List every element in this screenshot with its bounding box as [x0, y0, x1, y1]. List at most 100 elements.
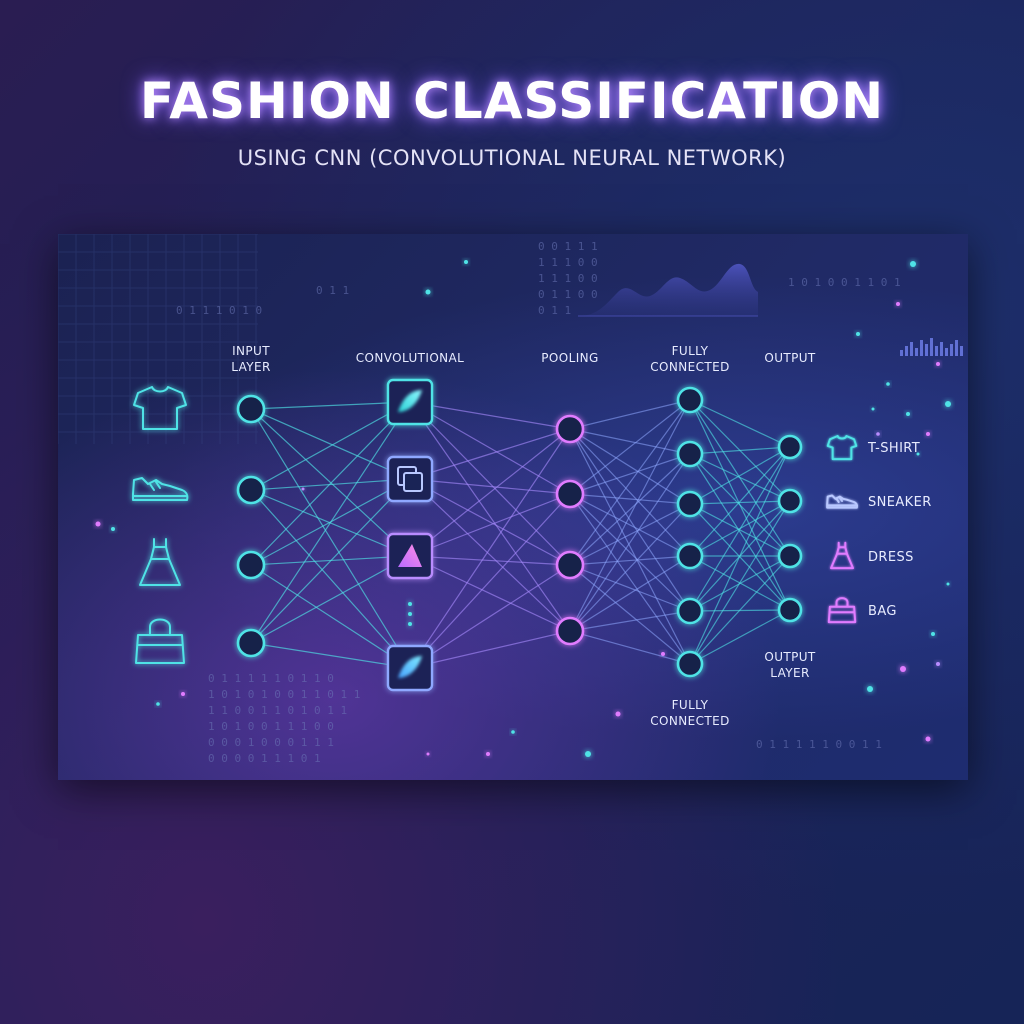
cnn-diagram-panel: 0 0 1 1 1 1 1 1 0 0 1 1 1 0 0 0 1 1 0 0 … [58, 234, 968, 780]
connection-line [689, 555, 791, 665]
binary-text: 0 1 1 [538, 304, 571, 317]
connection-line [689, 500, 791, 665]
neuron-node [676, 386, 704, 414]
particle [931, 632, 935, 636]
fully-connected-label: CONNECTED [650, 360, 730, 374]
particle [925, 736, 931, 742]
connection-line [409, 564, 571, 669]
particle [936, 662, 940, 666]
neuron-node [555, 414, 585, 444]
output-layer-label: LAYER [770, 666, 810, 680]
binary-text: 0 1 1 0 0 [538, 288, 598, 301]
equalizer-bar [905, 346, 908, 356]
binary-text: 1 1 1 0 0 [538, 272, 598, 285]
conv-filter [386, 455, 434, 503]
neuron-node [236, 475, 266, 505]
input-icons [132, 386, 189, 664]
tshirt-icon [133, 386, 187, 430]
particle [426, 752, 430, 756]
connection-line [569, 493, 691, 505]
fully-connected-bottom-label: FULLY [672, 698, 709, 712]
connection-line [569, 399, 691, 566]
sneaker-icon [826, 494, 859, 509]
connection-line [409, 401, 571, 495]
particle [906, 412, 910, 416]
neuron-node [555, 550, 585, 580]
neuron-node [676, 440, 704, 468]
connection-line [689, 609, 791, 665]
connection-line [569, 555, 691, 566]
connection-line [569, 564, 691, 665]
conv-filter [386, 378, 434, 426]
connection-line [689, 399, 791, 448]
connection-line [689, 453, 791, 502]
neuron-node [555, 616, 585, 646]
connection-line [569, 564, 691, 612]
connection-line [409, 493, 571, 557]
particle [156, 702, 160, 706]
neuron-node [236, 550, 266, 580]
connection-line [250, 555, 411, 644]
connection-line [409, 555, 571, 632]
connection-line [569, 555, 691, 632]
neuron-node [236, 628, 266, 658]
equalizer-bar [940, 342, 943, 356]
waveform-graphic [578, 263, 758, 317]
equalizer-bar [900, 350, 903, 356]
connection-line [569, 493, 691, 665]
connection-line [409, 478, 571, 495]
bag-icon [827, 597, 857, 624]
particle [661, 652, 665, 656]
connection-line [689, 453, 791, 557]
connection-line [250, 401, 411, 410]
connection-line [569, 399, 691, 495]
connection-line [689, 453, 791, 611]
equalizer-bar [930, 338, 933, 356]
background-grid [58, 234, 258, 444]
particles [95, 260, 951, 757]
binary-text: 1 1 0 0 1 1 0 1 0 1 1 [208, 704, 347, 717]
network-nodes [236, 378, 803, 692]
binary-text: 1 1 1 0 0 [538, 256, 598, 269]
neuron-node [555, 479, 585, 509]
connection-line [569, 453, 691, 495]
connection-line [569, 399, 691, 430]
connection-line [569, 428, 691, 665]
connection-line [250, 478, 411, 644]
fully-connected-label: FULLY [672, 344, 709, 358]
page-title: FASHION CLASSIFICATION [139, 72, 885, 130]
connection-line [250, 401, 411, 491]
sneaker-icon [132, 477, 189, 501]
connection-line [689, 446, 791, 612]
conv-filter [386, 532, 434, 580]
particle [95, 521, 101, 527]
equalizer-graphic [900, 338, 963, 356]
dress-icon [139, 538, 181, 586]
convolutional-label: CONVOLUTIONAL [356, 351, 465, 365]
connection-line [409, 401, 571, 566]
dress-icon [830, 541, 854, 570]
connection-line [569, 493, 691, 557]
connection-line [250, 408, 411, 669]
class-label: T-SHIRT [867, 441, 920, 456]
particle [876, 432, 880, 436]
connection-line [250, 401, 411, 566]
binary-text: 1 0 1 0 1 0 0 1 1 0 1 1 [208, 688, 360, 701]
particle [926, 432, 930, 436]
connection-line [569, 453, 691, 566]
page-subtitle: USING CNN (CONVOLUTIONAL NEURAL NETWORK) [237, 146, 787, 170]
binary-text: 0 1 1 [316, 284, 349, 297]
connection-line [250, 408, 411, 557]
input-arrows [200, 408, 234, 644]
connection-line [569, 428, 691, 612]
neuron-node [676, 490, 704, 518]
connection-line [569, 630, 691, 665]
connection-line [689, 446, 791, 557]
particle [945, 401, 951, 407]
equalizer-bar [960, 346, 963, 356]
connection-line [569, 453, 691, 632]
input-layer-label: LAYER [231, 360, 271, 374]
connection-line [689, 500, 791, 505]
binary-text: 0 1 1 1 1 1 0 1 1 0 [208, 672, 334, 685]
